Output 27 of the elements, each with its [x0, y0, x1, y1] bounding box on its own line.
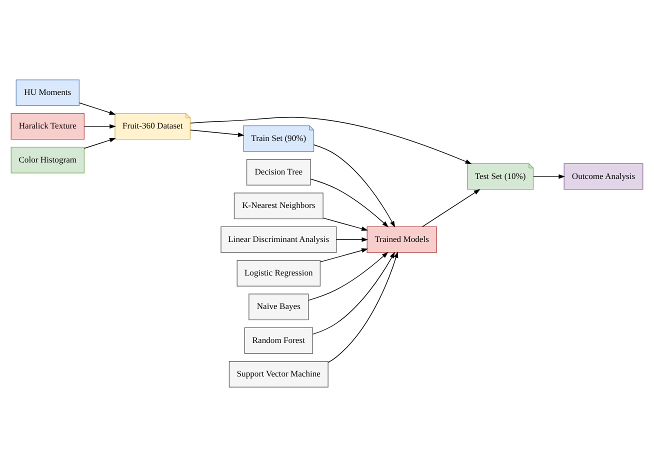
node-box: Decision Tree [246, 158, 311, 186]
node-box: Outcome Analysis [564, 162, 644, 190]
node-box: Logistic Regression [236, 260, 321, 286]
node-box: Random Forest [244, 326, 314, 354]
node-box: HU Moments [16, 79, 80, 106]
node-box: Color Histogram [10, 146, 85, 173]
arrow [320, 248, 368, 262]
arrow [328, 250, 398, 362]
arrow [84, 137, 116, 148]
arrow [533, 174, 566, 178]
arrow [310, 178, 389, 227]
node-box: Naïve Bayes [248, 293, 309, 320]
arrow [336, 236, 368, 242]
node-box: Haralick Texture [10, 112, 85, 140]
arrow [312, 251, 395, 334]
arrow [313, 144, 396, 228]
arrow [84, 124, 116, 128]
node-box: K-Nearest Neighbors [234, 192, 324, 219]
arrow [190, 116, 472, 164]
arrow [190, 129, 244, 136]
node-box: Trained Models [366, 226, 437, 252]
node-box: Support Vector Machine [228, 360, 328, 387]
arrow [322, 217, 368, 230]
arrow [422, 188, 480, 227]
node-box: Linear Discriminant Analysis [220, 226, 337, 252]
arrow [308, 251, 388, 300]
arrow [79, 102, 116, 114]
